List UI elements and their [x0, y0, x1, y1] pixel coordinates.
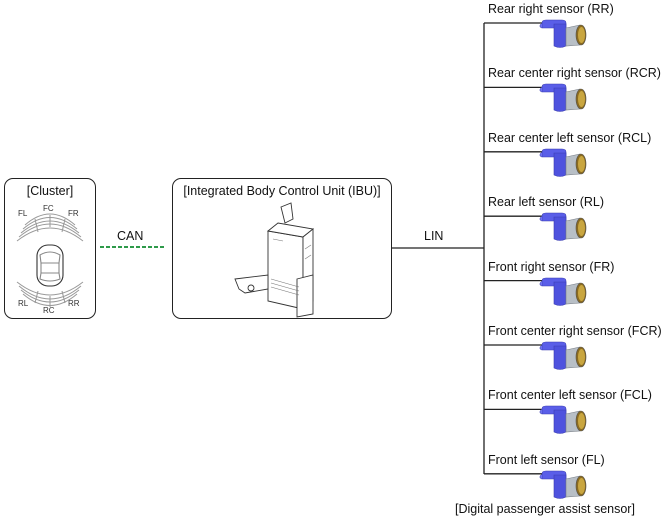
- sensor-label: Rear left sensor (RL): [488, 195, 605, 210]
- sensor-icon: [539, 277, 587, 306]
- sensor-label: Rear center left sensor (RCL): [488, 130, 652, 145]
- zone-label-fl: FL: [18, 209, 28, 218]
- zone-label-rl: RL: [18, 299, 29, 308]
- sensor-label: Rear right sensor (RR): [488, 2, 614, 16]
- sensor-icon: [539, 470, 587, 499]
- sensor-group-caption: [Digital passenger assist sensor]: [455, 502, 635, 516]
- sensor-icon: [539, 406, 587, 435]
- car-icon: [36, 244, 64, 287]
- zone-label-fr: FR: [68, 209, 79, 218]
- sensor-icon: [539, 148, 587, 177]
- sensor-label: Front center left sensor (FCL): [488, 388, 652, 403]
- sensor-icon: [539, 19, 587, 48]
- zone-label-rr: RR: [68, 299, 80, 308]
- can-bus-line: [100, 246, 166, 248]
- sensor-label: Front right sensor (FR): [488, 259, 615, 274]
- zone-label-rc: RC: [43, 306, 55, 315]
- ibu-title: [Integrated Body Control Unit (IBU)]: [183, 184, 381, 198]
- sensor-icon: [539, 341, 587, 370]
- sensor-label: Rear center right sensor (RCR): [488, 66, 661, 81]
- cluster-car-display: [16, 213, 84, 307]
- rear-sensor-arcs: [16, 281, 84, 307]
- sensor-icon: [539, 84, 587, 113]
- can-label: CAN: [117, 229, 144, 243]
- cluster-title: [Cluster]: [26, 184, 74, 198]
- ibu-module-illustration: [234, 202, 315, 318]
- lin-label: LIN: [424, 229, 444, 243]
- cluster-box: [Cluster] FL FC FR RL RC RR: [4, 178, 96, 319]
- sensor-label: Front center right sensor (FCR): [488, 324, 662, 338]
- ibu-box: [Integrated Body Control Unit (IBU)]: [172, 178, 392, 319]
- zone-label-fc: FC: [43, 204, 54, 213]
- sensor-label: Front left sensor (FL): [488, 452, 605, 467]
- front-sensor-arcs: [16, 213, 84, 242]
- sensor-icon: [539, 212, 587, 241]
